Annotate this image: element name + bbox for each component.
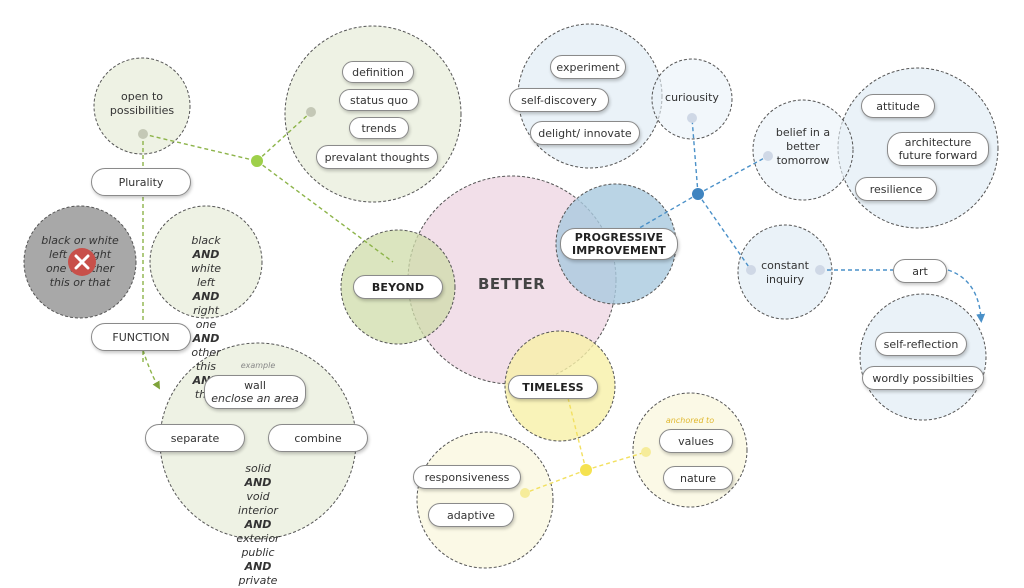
green-node — [138, 129, 148, 139]
anchored-caption: anchored to — [665, 416, 715, 425]
prevalant-thoughts-pill[interactable]: prevalant thoughts — [316, 145, 438, 169]
values-pill[interactable]: values — [659, 429, 733, 453]
yellow-node — [580, 464, 592, 476]
beyond-pill[interactable]: BEYOND — [353, 275, 443, 299]
progressive-improvement-pill[interactable]: PROGRESSIVE IMPROVEMENT — [560, 228, 678, 260]
curiosity-circle — [651, 58, 733, 140]
adaptive-circle — [416, 431, 554, 569]
open-to-circle — [93, 57, 191, 155]
better-label: BETTER — [478, 275, 546, 293]
blue-node — [815, 265, 825, 275]
belief-circle — [752, 99, 854, 201]
resilience-pill[interactable]: resilience — [855, 177, 937, 201]
self-reflection-pill[interactable]: self-reflection — [875, 332, 967, 356]
blue-node — [692, 188, 704, 200]
yellow-node — [641, 447, 651, 457]
wordly-possibilities-pill[interactable]: wordly possibilties — [862, 366, 984, 390]
trends-pill[interactable]: trends — [349, 117, 409, 139]
progressive-line: PROGRESSIVE — [574, 231, 664, 244]
cross-icon — [68, 248, 96, 276]
mind-map: BETTER BEYOND PROGRESSIVE IMPROVEMENT TI… — [23, 23, 999, 587]
example-caption: example — [240, 361, 276, 370]
nature-pill[interactable]: nature — [663, 466, 733, 490]
attitude-pill[interactable]: attitude — [861, 94, 935, 118]
blue-node — [687, 113, 697, 123]
plurality-pill[interactable]: Plurality — [91, 168, 191, 196]
combine-pill[interactable]: combine — [268, 424, 368, 452]
green-node — [251, 155, 263, 167]
blue-node — [746, 265, 756, 275]
function-pill[interactable]: FUNCTION — [91, 323, 191, 351]
wall-pill[interactable]: wall enclose an area — [204, 375, 306, 409]
delight-innovate-pill[interactable]: delight/ innovate — [530, 121, 640, 145]
status-quo-pill[interactable]: status quo — [339, 89, 419, 111]
yellow-node — [520, 488, 530, 498]
experiment-pill[interactable]: experiment — [550, 55, 626, 79]
blue-node — [763, 151, 773, 161]
responsiveness-pill[interactable]: responsiveness — [413, 465, 521, 489]
inquiry-circle — [737, 224, 833, 320]
reflection-circle — [859, 293, 987, 421]
green-node — [306, 107, 316, 117]
definition-pill[interactable]: definition — [342, 61, 414, 83]
timeless-pill[interactable]: TIMELESS — [508, 375, 598, 399]
inclusive-circle — [149, 205, 263, 319]
curiosity-label: curiousity — [665, 91, 719, 104]
self-discovery-pill[interactable]: self-discovery — [509, 88, 609, 112]
improvement-line: IMPROVEMENT — [571, 244, 667, 257]
yellow-connectors — [524, 397, 647, 494]
art-pill[interactable]: art — [893, 259, 947, 283]
adaptive-pill[interactable]: adaptive — [428, 503, 514, 527]
architecture-pill[interactable]: architecture future forward — [887, 132, 989, 166]
function-pairs-text: solid AND void interior AND exterior pub… — [236, 462, 280, 587]
separate-pill[interactable]: separate — [145, 424, 245, 452]
